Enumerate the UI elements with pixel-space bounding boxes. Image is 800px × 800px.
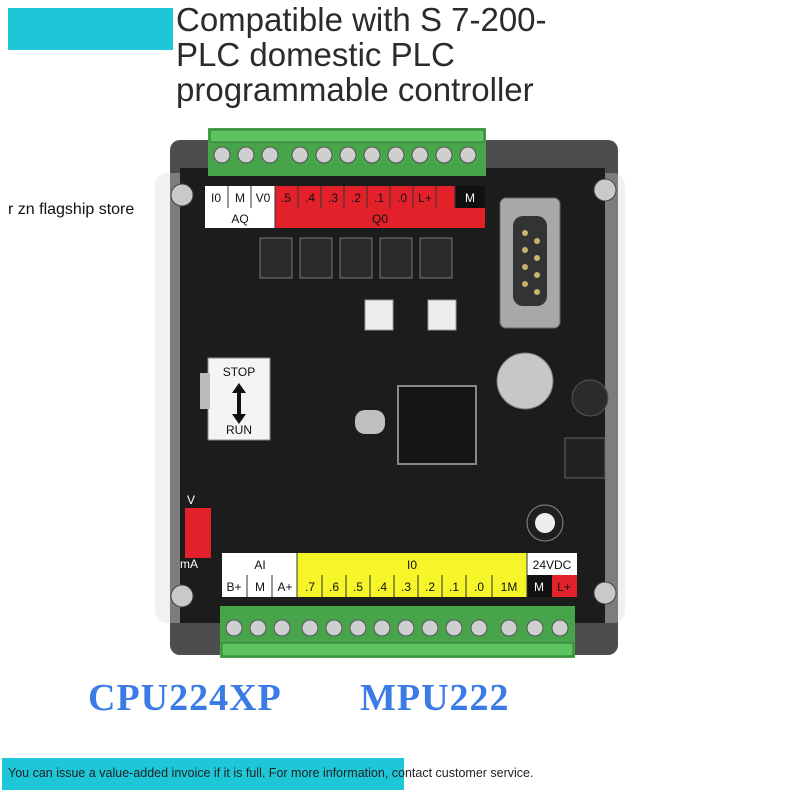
group-label-24vdc: 24VDC [533, 558, 572, 572]
top-label: L+ [418, 191, 432, 205]
group-label-q0: Q0 [372, 212, 388, 226]
bottom-terminal-block [220, 606, 575, 658]
bottom-label-strip: AI I0 24VDC B+ M A+ .7 .6 .5 .4 .3 .2 .1… [222, 553, 577, 597]
top-label: M [235, 191, 245, 205]
mounting-screws [170, 178, 617, 608]
cyan-banner-block [8, 8, 173, 50]
model-label-cpu224xp: CPU224XP [88, 677, 282, 719]
dip-label-v: V [187, 493, 195, 507]
bottom-label: .1 [449, 580, 459, 594]
top-label: .1 [374, 191, 384, 205]
group-label-aq: AQ [231, 212, 248, 226]
footer-invoice-notice: You can issue a value-added invoice if i… [8, 766, 534, 780]
top-label: .5 [281, 191, 291, 205]
bottom-label: A+ [277, 580, 292, 594]
store-label: r zn flagship store [8, 201, 135, 218]
model-label-mpu222: MPU222 [360, 677, 510, 719]
mcu-chip [397, 385, 477, 465]
regulator [564, 437, 606, 479]
bottom-label: M [534, 580, 544, 594]
top-label-strip: I0 M V0 .5 .4 .3 .2 .1 .0 L+ M AQ Q0 [205, 186, 485, 228]
bottom-label: B+ [226, 580, 241, 594]
bottom-label: L+ [557, 580, 571, 594]
group-label-i0: I0 [407, 558, 417, 572]
bottom-label: M [255, 580, 265, 594]
top-label: .0 [397, 191, 407, 205]
bottom-label: .6 [329, 580, 339, 594]
top-terminal-block [208, 128, 486, 176]
bottom-label: .7 [305, 580, 315, 594]
optocouplers [364, 299, 457, 331]
dip-switch: V mA [180, 493, 211, 571]
headline-line-3: programmable controller [176, 71, 534, 108]
switch-label-stop: STOP [223, 365, 255, 379]
inductor [571, 379, 609, 417]
switch-label-run: RUN [226, 423, 252, 437]
top-label: .4 [305, 191, 315, 205]
backup-battery [496, 352, 554, 410]
db9-connector [499, 197, 561, 329]
crystal [355, 410, 385, 434]
run-stop-switch: STOP RUN [200, 357, 271, 441]
footer-highlight-bar [2, 758, 404, 790]
top-label: V0 [256, 191, 271, 205]
headline-line-2: PLC domestic PLC [176, 36, 455, 73]
headline-line-1: Compatible with S 7-200- [176, 1, 547, 38]
bottom-label: .0 [474, 580, 484, 594]
top-label: .2 [351, 191, 361, 205]
product-headline: Compatible with S 7-200- PLC domestic PL… [176, 2, 596, 107]
bottom-label: .3 [401, 580, 411, 594]
top-label: .3 [328, 191, 338, 205]
plc-board-photo: I0 M V0 .5 .4 .3 .2 .1 .0 L+ M AQ Q0 [155, 128, 625, 658]
bottom-label: .5 [353, 580, 363, 594]
bottom-label: .4 [377, 580, 387, 594]
group-label-ai: AI [254, 558, 265, 572]
top-label: M [465, 191, 475, 205]
bottom-label: 1M [501, 580, 518, 594]
bottom-label: .2 [425, 580, 435, 594]
output-transistors [259, 237, 453, 279]
top-label: I0 [211, 191, 221, 205]
dip-label-ma: mA [180, 557, 198, 571]
